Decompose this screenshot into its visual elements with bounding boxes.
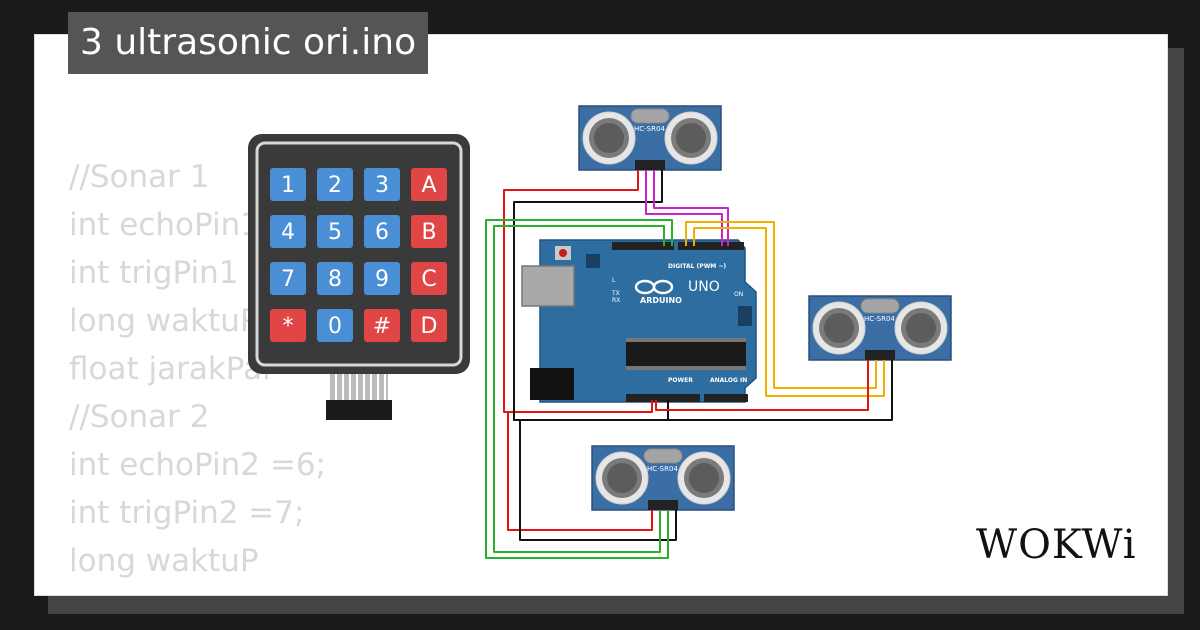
keypad-key[interactable]: C	[411, 262, 447, 295]
on-label: ON	[734, 291, 743, 298]
keypad-key-label: D	[421, 314, 438, 339]
code-line: int echoPin1	[69, 207, 260, 243]
l-label: L	[612, 277, 616, 284]
wire-green	[493, 225, 665, 553]
code-line: //Sonar 2	[69, 399, 210, 435]
keypad-ribbon-lines	[335, 372, 386, 402]
atmega-chip	[626, 342, 746, 366]
sensor-model-label: HC-SR04	[864, 315, 895, 323]
keypad-key-label: 9	[375, 267, 389, 292]
power-header	[626, 394, 700, 402]
keypad-key-label: 3	[375, 173, 389, 198]
code-line: int echoPin2 =6;	[69, 447, 326, 483]
keypad-key[interactable]: 3	[364, 168, 400, 201]
keypad-key[interactable]: A	[411, 168, 447, 201]
wokwi-logo: WOKWi	[976, 522, 1137, 568]
analog-label: ANALOG IN	[710, 377, 747, 384]
wire-black	[519, 420, 677, 541]
keypad-ribbon	[330, 372, 388, 402]
keypad-key[interactable]: #	[364, 309, 400, 342]
sensor-model-label: HC-SR04	[647, 465, 678, 473]
keypad-key-label: 4	[281, 220, 295, 245]
wires	[485, 170, 893, 559]
wire-red	[503, 170, 653, 413]
code-line: //Sonar 1	[69, 159, 210, 195]
keypad-key[interactable]: B	[411, 215, 447, 248]
wire-magenta	[645, 170, 723, 246]
arduino-logo-icon	[634, 279, 674, 295]
icsp-header-right	[738, 306, 752, 326]
code-line: int trigPin2 =7;	[69, 495, 305, 531]
keypad-key[interactable]: 8	[317, 262, 353, 295]
keypad-key[interactable]: 5	[317, 215, 353, 248]
keypad-key[interactable]: 1	[270, 168, 306, 201]
keypad-connector	[326, 400, 392, 420]
keypad-key-label: 7	[281, 267, 295, 292]
rx-label: RX	[612, 297, 620, 304]
wire-orange	[685, 221, 877, 389]
keypad-bezel	[255, 141, 463, 367]
keypad-key-label: 8	[328, 267, 342, 292]
power-label: POWER	[668, 377, 693, 384]
keypad-key-label: 6	[375, 220, 389, 245]
keypad-key-label: *	[283, 314, 294, 339]
keypad-key[interactable]: *	[270, 309, 306, 342]
ultrasonic-sensor-right[interactable]: HC-SR04	[808, 295, 952, 361]
wire-orange	[693, 227, 885, 397]
keypad-key-label: 2	[328, 173, 342, 198]
arduino-brand: ARDUINO	[640, 296, 682, 305]
wire-green	[485, 219, 673, 559]
keypad-key[interactable]: 7	[270, 262, 306, 295]
usb-port	[521, 265, 575, 307]
keypad-key[interactable]: D	[411, 309, 447, 342]
uno-label: UNO	[688, 279, 720, 295]
code-line: long waktuP	[69, 543, 259, 579]
digital-header-left	[612, 242, 674, 250]
digital-label: DIGITAL (PWM ~)	[668, 263, 726, 270]
wire-red	[507, 412, 653, 531]
keypad-key-label: 1	[281, 173, 295, 198]
ultrasonic-sensor-bottom[interactable]: HC-SR04	[591, 445, 735, 511]
keypad-key[interactable]: 6	[364, 215, 400, 248]
wire-magenta	[653, 170, 729, 246]
reset-button-cap	[559, 249, 567, 257]
code-line: long waktuP	[69, 303, 259, 339]
project-title: 3 ultrasonic ori.ino	[68, 12, 429, 74]
digital-header-right	[678, 242, 744, 250]
keypad-key-label: B	[421, 220, 436, 245]
icsp-header-top	[586, 254, 600, 268]
analog-header	[704, 394, 748, 402]
wire-black	[664, 360, 893, 421]
keypad-key-label: 0	[328, 314, 342, 339]
keypad-key[interactable]: 9	[364, 262, 400, 295]
sensor-model-label: HC-SR04	[634, 125, 665, 133]
chip-socket	[626, 338, 746, 342]
keypad-key[interactable]: 2	[317, 168, 353, 201]
arduino-uno-board[interactable]: DIGITAL (PWM ~) L TX RX ARDUINO UNO ON P…	[521, 239, 757, 403]
keypad-key-label: C	[421, 267, 436, 292]
ultrasonic-sensor-top[interactable]: HC-SR04	[578, 105, 722, 171]
keypad-key-label: #	[373, 314, 391, 339]
keypad[interactable]: 1 2 3 A 4 5 6 B 7 8 9 C * 0 # D	[248, 134, 470, 420]
keypad-key-label: A	[421, 173, 436, 198]
keypad-key[interactable]: 0	[317, 309, 353, 342]
wire-black	[513, 170, 669, 421]
wire-red	[655, 360, 869, 411]
tx-label: TX	[611, 290, 620, 297]
power-jack	[530, 368, 574, 400]
chip-socket-bottom	[626, 366, 746, 370]
keypad-key-label: 5	[328, 220, 342, 245]
keypad-key[interactable]: 4	[270, 215, 306, 248]
